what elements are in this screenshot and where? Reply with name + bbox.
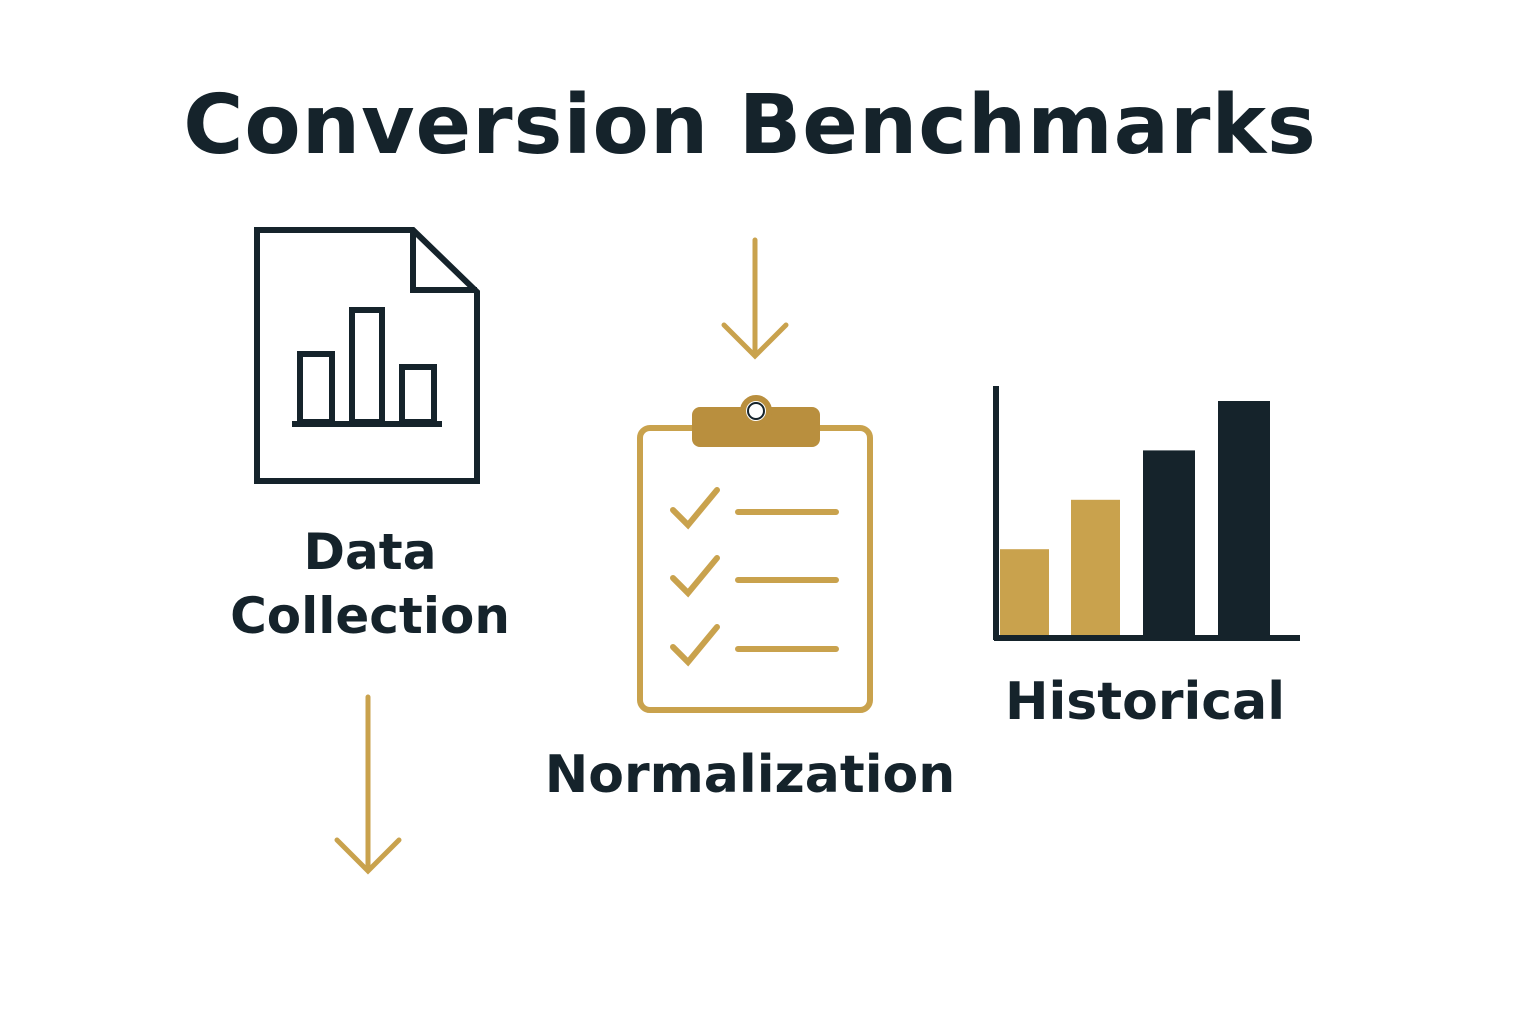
step-label-historical: Historical [1004, 672, 1286, 732]
document-chart-icon [254, 227, 480, 484]
page-title: Conversion Benchmarks [183, 78, 1317, 173]
historical-bar [1071, 499, 1120, 635]
historical-bar [1143, 450, 1195, 635]
bar-chart-icon [993, 386, 1300, 641]
historical-bar [1218, 401, 1270, 635]
clipboard-checklist-icon [637, 395, 873, 713]
step-label-data-collection: Data Collection [230, 523, 510, 645]
arrow-down-icon [334, 237, 789, 875]
historical-bar [1000, 549, 1049, 635]
step-label-normalization: Normalization [544, 745, 956, 805]
